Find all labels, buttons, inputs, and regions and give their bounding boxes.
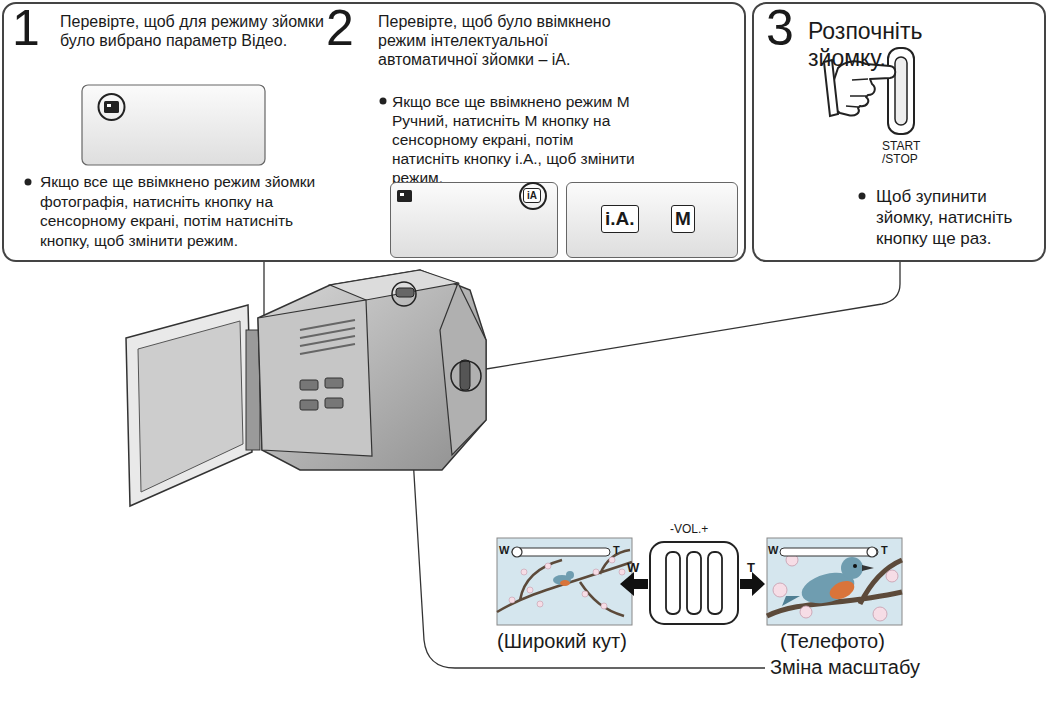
blossom (537, 601, 543, 607)
blossom (521, 569, 527, 575)
picture-caption: (Широкий кут) (497, 630, 627, 653)
zoom-bar (512, 548, 610, 556)
instruction-text: Розпочніть зйомку. (808, 18, 968, 72)
blossom (593, 569, 599, 575)
side-button (300, 380, 318, 390)
bullet-note: Щоб зупинити зйомку, натисніть кнопку ще… (876, 186, 1036, 249)
video-icon (104, 101, 119, 113)
camcorder-side (258, 300, 372, 456)
bullet-dot (859, 193, 866, 200)
side-button (300, 400, 318, 410)
step-panel: 3 Розпочніть зйомку. START /STOP Щоб зупини… (752, 2, 1046, 262)
lever-ridge (708, 552, 722, 614)
hand-finger-lines (846, 79, 868, 107)
zoom-lever (396, 288, 414, 297)
branch (497, 550, 632, 616)
blossom (509, 597, 515, 603)
step-number: 1 (12, 0, 40, 56)
bird-breast (560, 580, 570, 586)
lever-ridge (666, 552, 680, 614)
bird-eye (853, 564, 857, 568)
zoom-bar-label: W (768, 544, 778, 557)
mode-icon: iA (523, 188, 541, 203)
lcd-panel (126, 305, 252, 506)
touch-button: M (671, 205, 695, 233)
zoom-bar-label: W (499, 544, 509, 557)
start-stop-button-inner (895, 57, 907, 125)
highlight-circle (99, 94, 125, 120)
blossom (619, 569, 625, 575)
bird-tail (782, 596, 800, 606)
zoom-bar (780, 548, 878, 556)
bird-head (841, 557, 863, 579)
lcd-hinge (246, 330, 260, 450)
blossoms (509, 557, 625, 609)
step-number: 2 (326, 0, 354, 56)
blossom (773, 583, 787, 597)
zoom-lever-large (650, 542, 738, 624)
blossom (873, 607, 887, 621)
bullet-dot (380, 98, 387, 105)
camcorder-back (440, 283, 486, 455)
callout-circle (392, 282, 416, 306)
camcorder-top (330, 270, 458, 300)
bird-breast (827, 577, 857, 602)
blossom (545, 563, 551, 569)
blossom (800, 606, 812, 618)
step-panel: 1 Перевірте, щоб для режиму зйомки було в… (2, 2, 746, 262)
lever-ridge (687, 552, 701, 614)
side-button (325, 398, 343, 408)
callout-circle (451, 361, 481, 391)
blossom (527, 587, 533, 593)
zoom-bar-label: T (881, 544, 888, 557)
blossom (601, 603, 607, 609)
instruction-text: Перевірте, щоб для режиму зйомки було ви… (60, 12, 330, 50)
bird-head (566, 571, 574, 579)
arrow-label: T (747, 560, 755, 575)
blossom (609, 557, 615, 563)
bullet-note: Якщо все ще ввімкнено режим зйомки фотог… (40, 172, 330, 250)
side-button (325, 378, 343, 388)
lcd-screen (82, 85, 265, 165)
lcd-screen: i.A. M (566, 182, 738, 258)
arrow-right (740, 572, 765, 596)
arrow-label: W (627, 560, 639, 575)
arrow-left (620, 572, 648, 596)
bullet-dot (25, 179, 32, 186)
instruction-text: Перевірте, щоб було ввімкнено режим інте… (378, 12, 640, 69)
start-stop-button (888, 48, 914, 134)
touch-button: i.A. (601, 205, 639, 233)
blossom (582, 591, 588, 597)
zoom-thumb (512, 547, 522, 557)
blossom (886, 570, 898, 582)
button-label: START /STOP (882, 140, 928, 166)
lcd-panel-screen (138, 321, 243, 492)
bird-beak (862, 565, 874, 571)
wide-angle-picture (497, 538, 632, 625)
part-label: Зміна масштабу (770, 656, 920, 679)
zoom-bar-label: T (613, 544, 620, 557)
picture-caption: (Телефото) (780, 630, 885, 653)
leader-line (480, 262, 900, 370)
telephoto-picture (767, 538, 902, 625)
blossoms (773, 554, 898, 621)
speaker-grille (300, 320, 355, 354)
step-number: 3 (766, 0, 794, 56)
bullet-note: Якщо все ще ввімкнено режим M Ручний, на… (392, 92, 644, 187)
lcd-screen: iA (390, 182, 558, 258)
zoom-thumb (867, 547, 877, 557)
video-icon-detail (107, 104, 111, 107)
camcorder-body (258, 270, 486, 470)
lever-label: -VOL.+ (670, 522, 708, 536)
rear-start-button (460, 360, 470, 390)
